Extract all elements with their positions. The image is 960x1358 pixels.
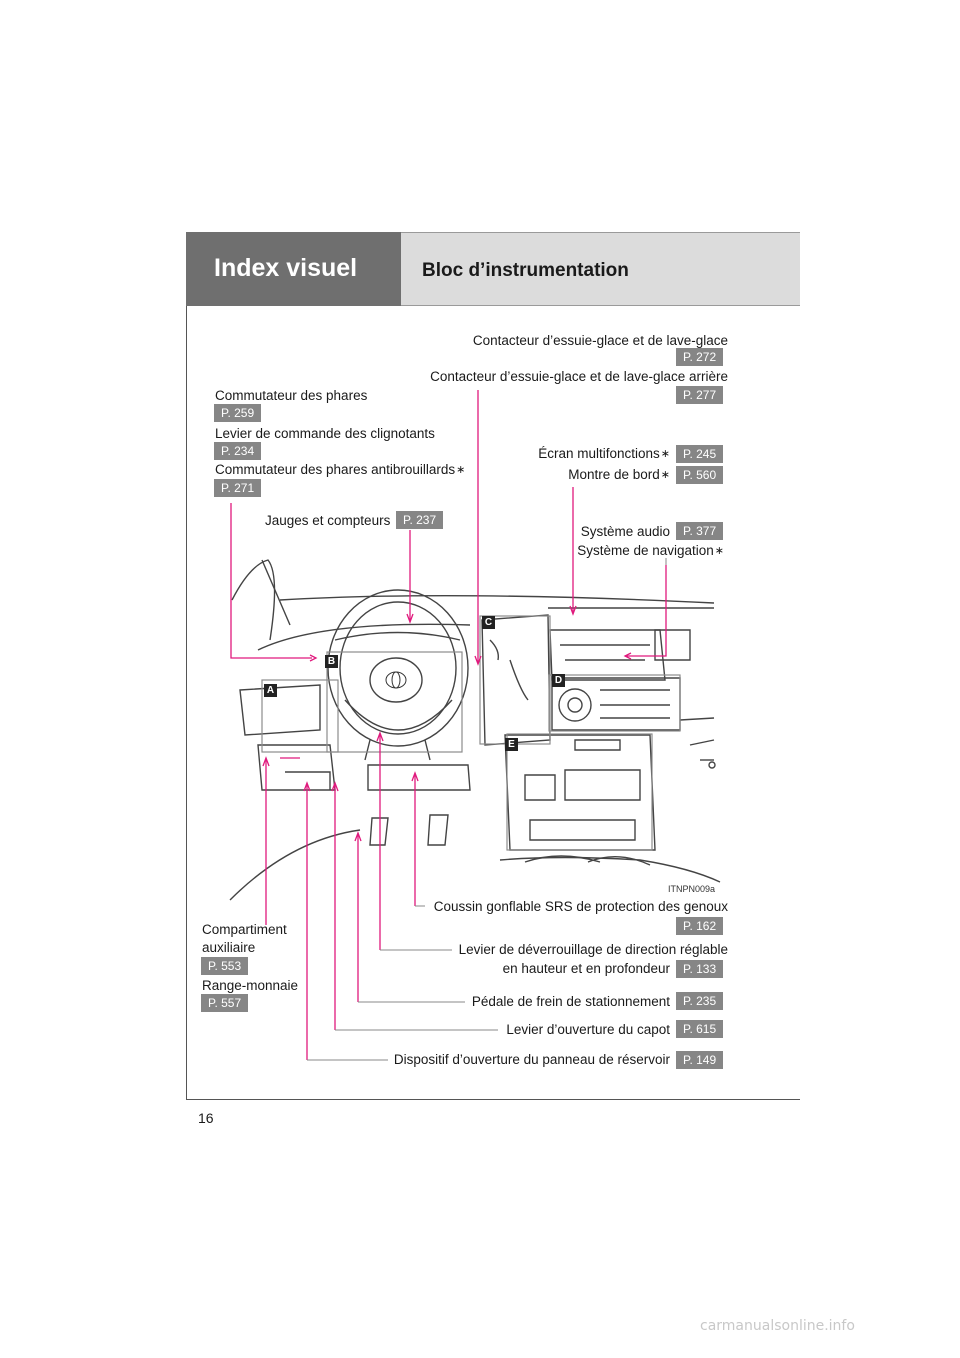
- page-title: Bloc d’instrumentation: [401, 232, 800, 306]
- label-antibrouillards: Commutateur des phares antibrouillards∗: [215, 462, 465, 478]
- page-frame: [186, 232, 800, 1100]
- zone-a-marker: A: [264, 684, 277, 697]
- zone-d-marker: D: [552, 674, 565, 687]
- zone-b-marker: B: [325, 655, 338, 668]
- label-coussin: Coussin gonflable SRS de protection des …: [433, 899, 728, 914]
- page-ref-reservoir[interactable]: P. 149: [676, 1051, 724, 1069]
- page-ref-montre[interactable]: P. 560: [676, 466, 724, 484]
- label-pedale: Pédale de frein de stationnement: [471, 994, 670, 1009]
- page-ref-essuie-avant[interactable]: P. 272: [676, 348, 724, 366]
- label-montre: Montre de bord∗: [568, 467, 670, 483]
- label-antibrouillards-text: Commutateur des phares antibrouillards: [215, 462, 456, 477]
- label-capot: Levier d’ouverture du capot: [506, 1022, 670, 1037]
- page-ref-coussin[interactable]: P. 162: [676, 917, 724, 935]
- page-ref-jauges[interactable]: P. 237: [396, 511, 444, 529]
- label-phares: Commutateur des phares: [215, 388, 368, 403]
- label-reservoir: Dispositif d’ouverture du panneau de rés…: [393, 1052, 670, 1067]
- page-ref-antibrouillards[interactable]: P. 271: [214, 479, 262, 497]
- label-levier-direction-1: Levier de déverrouillage de direction ré…: [458, 942, 728, 957]
- page-ref-levier-direction[interactable]: P. 133: [676, 960, 724, 978]
- watermark: carmanualsonline.info: [700, 1318, 855, 1334]
- page-ref-compartiment[interactable]: P. 553: [201, 957, 249, 975]
- zone-e-marker: E: [505, 738, 518, 751]
- label-montre-text: Montre de bord: [568, 467, 660, 482]
- asterisk-icon: ∗: [456, 464, 466, 476]
- asterisk-icon: ∗: [660, 448, 670, 460]
- label-navigation: Système de navigation∗: [577, 543, 724, 559]
- label-compartiment-1: Compartiment: [202, 922, 287, 937]
- label-ecran: Écran multifonctions∗: [538, 446, 670, 462]
- page-ref-pedale[interactable]: P. 235: [676, 992, 724, 1010]
- label-navigation-text: Système de navigation: [577, 543, 714, 558]
- label-essuie-avant: Contacteur d’essuie-glace et de lave-gla…: [472, 333, 728, 348]
- illustration-code: ITNPN009a: [668, 884, 716, 894]
- label-clignotants: Levier de commande des clignotants: [215, 426, 435, 441]
- page-ref-ecran[interactable]: P. 245: [676, 445, 724, 463]
- label-audio: Système audio: [580, 524, 670, 539]
- page-ref-phares[interactable]: P. 259: [214, 404, 262, 422]
- label-essuie-arriere: Contacteur d’essuie-glace et de lave-gla…: [430, 369, 728, 384]
- asterisk-icon: ∗: [660, 469, 670, 481]
- zone-c-marker: C: [482, 616, 495, 629]
- page-ref-essuie-arriere[interactable]: P. 277: [676, 386, 724, 404]
- section-tab: Index visuel: [186, 232, 401, 306]
- label-ecran-text: Écran multifonctions: [538, 446, 660, 461]
- label-levier-direction-2: en hauteur et en profondeur: [502, 961, 670, 976]
- label-range-monnaie: Range-monnaie: [202, 978, 299, 993]
- label-jauges: Jauges et compteurs: [265, 513, 391, 528]
- page-ref-range-monnaie[interactable]: P. 557: [201, 994, 249, 1012]
- page-ref-audio[interactable]: P. 377: [676, 522, 724, 540]
- label-compartiment-2: auxiliaire: [202, 940, 256, 955]
- page-number: 16: [198, 1110, 214, 1126]
- asterisk-icon: ∗: [714, 545, 724, 557]
- page-ref-clignotants[interactable]: P. 234: [214, 442, 262, 460]
- page-ref-capot[interactable]: P. 615: [676, 1020, 724, 1038]
